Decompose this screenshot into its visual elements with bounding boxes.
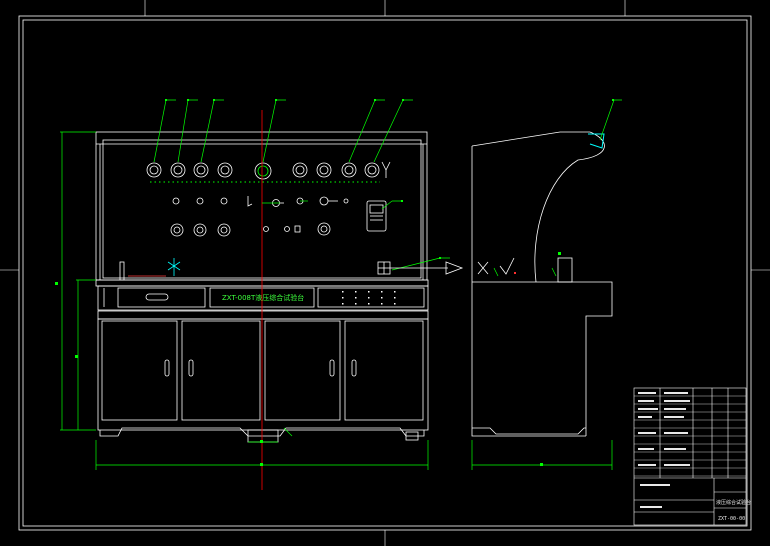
title-block — [633, 387, 747, 526]
side-view-marks — [514, 272, 516, 274]
worktop-fixture — [167, 258, 181, 276]
balloon-leaders-top — [153, 99, 450, 437]
title-block-fills — [638, 392, 690, 508]
balloon-dots — [165, 99, 614, 259]
knob-row — [170, 222, 331, 237]
dimension-marks-front — [55, 282, 263, 466]
side-view — [471, 131, 613, 437]
side-view-highlight — [588, 133, 605, 149]
gauges-top-row — [146, 161, 391, 180]
title-block-rows — [634, 395, 746, 477]
side-dimension-marks — [540, 252, 561, 466]
panel-label: ZXT-008T液压综合试验台 — [222, 293, 304, 302]
valve-row — [172, 196, 349, 207]
view-arrow — [390, 261, 464, 275]
control-buttons — [342, 291, 396, 305]
sheet-border — [18, 15, 752, 531]
side-view-details — [477, 257, 515, 275]
title-block-drawing-no: ZXT-00-00 — [718, 516, 745, 522]
side-view-green — [471, 99, 622, 470]
title-block-title: 液压综合试验台 — [716, 499, 751, 506]
